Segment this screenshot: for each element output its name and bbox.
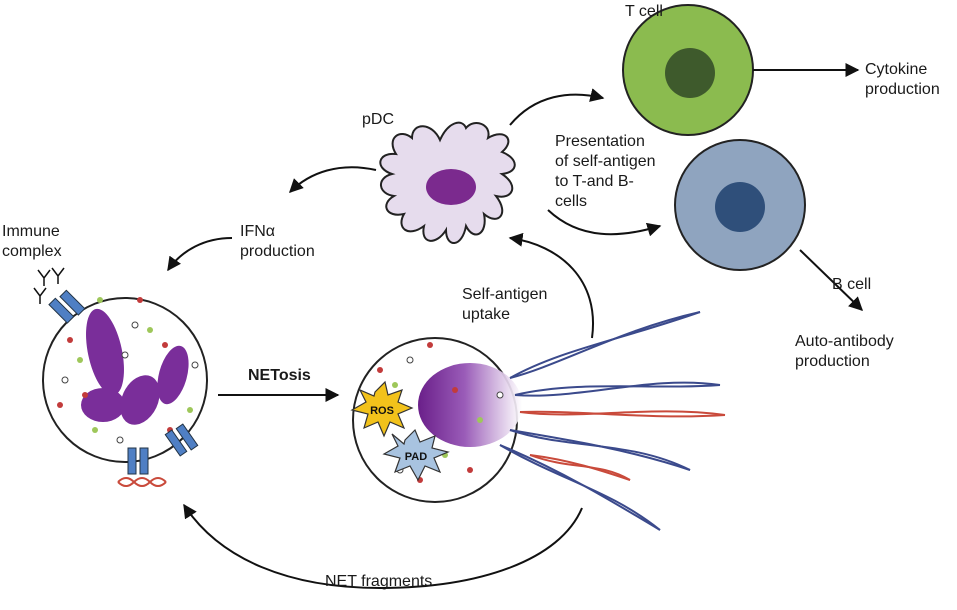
net-dna-strands	[499, 311, 726, 531]
arrows	[167, 63, 864, 590]
pad-label: PAD	[405, 451, 427, 463]
netotic-neutrophil	[350, 337, 522, 503]
neutrophil	[33, 267, 208, 487]
cytokine-label: Cytokine production	[865, 61, 940, 98]
b-cell-label: B cell	[832, 276, 872, 293]
immune-complex-label: Immune complex	[2, 223, 62, 260]
pdc-label: pDC	[362, 111, 395, 128]
ifn-label: IFNα production	[240, 223, 315, 260]
b-cell	[674, 139, 806, 271]
net-fragments-label: NET fragments	[325, 573, 433, 590]
self-antigen-uptake-label: Self-antigen uptake	[462, 286, 548, 323]
arrow-net-fragments	[183, 503, 583, 590]
pdc-cell	[379, 121, 516, 244]
ros-label: ROS	[370, 405, 394, 417]
netosis-label: NETosis	[248, 367, 311, 384]
pad-burst	[382, 428, 450, 482]
dna-fragment	[117, 477, 167, 487]
arrow-ifn-to-neutrophil	[167, 237, 233, 272]
arrow-pdc-to-tcell	[509, 88, 605, 126]
dna-fragment-strand	[117, 477, 167, 487]
auto-antibody-label: Auto-antibody production	[795, 333, 894, 370]
presentation-label: Presentation of self-antigen to T-and B-…	[555, 133, 656, 210]
fc-receptors	[48, 289, 199, 475]
t-cell-label: T cell	[625, 3, 663, 20]
arrow-bcell-to-autoantibody	[799, 249, 864, 311]
arrow-pdc-to-bcell	[547, 209, 662, 237]
ros-burst	[350, 380, 414, 438]
arrow-self-antigen-uptake	[508, 232, 595, 339]
immune-complex-icon	[33, 267, 65, 304]
arrow-pdc-to-ifn	[289, 166, 377, 193]
t-cell	[622, 4, 754, 136]
